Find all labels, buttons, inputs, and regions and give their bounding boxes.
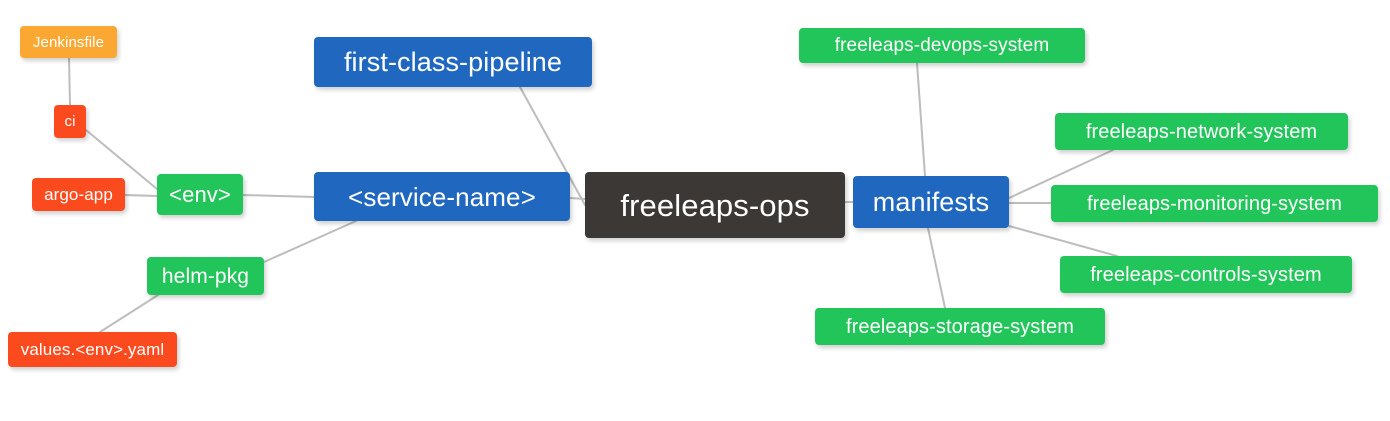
node-label: <env> — [169, 181, 231, 207]
node-env[interactable]: <env> — [157, 174, 243, 215]
node-freeleaps-storage-system[interactable]: freeleaps-storage-system — [815, 308, 1105, 345]
node-freeleaps-monitoring-system[interactable]: freeleaps-monitoring-system — [1051, 185, 1378, 222]
edge-manifests-to-devops_system — [916, 62, 926, 177]
edge-root-to-service_name — [569, 197, 586, 200]
node-freeleaps-controls-system[interactable]: freeleaps-controls-system — [1060, 256, 1352, 293]
edge-manifests-to-controls_system — [1008, 225, 1118, 257]
node-label: freeleaps-storage-system — [845, 315, 1075, 338]
node-label: values.<env>.yaml — [20, 340, 165, 359]
edge-helm_pkg-to-values_yaml — [99, 294, 159, 333]
node-label: <service-name> — [348, 181, 536, 212]
edge-service_name-to-helm_pkg — [263, 220, 357, 263]
edge-ci-to-jenkinsfile — [68, 57, 71, 106]
edge-service_name-to-env — [242, 194, 315, 198]
node-freeleaps-devops-system[interactable]: freeleaps-devops-system — [799, 28, 1085, 63]
node-label: freeleaps-ops — [620, 187, 810, 223]
node-first-class-pipeline[interactable]: first-class-pipeline — [314, 37, 592, 87]
node-label: freeleaps-network-system — [1085, 120, 1318, 143]
node-freeleaps-ops[interactable]: freeleaps-ops — [585, 172, 845, 238]
node-label: helm-pkg — [161, 264, 250, 288]
node-manifests[interactable]: manifests — [853, 176, 1009, 228]
node-label: freeleaps-controls-system — [1090, 263, 1322, 286]
node-service-name[interactable]: <service-name> — [314, 172, 570, 221]
node-jenkinsfile[interactable]: Jenkinsfile — [20, 26, 117, 58]
node-ci[interactable]: ci — [54, 105, 86, 138]
node-label: first-class-pipeline — [343, 46, 563, 77]
edge-manifests-to-storage_system — [927, 227, 946, 309]
node-label: argo-app — [44, 185, 113, 204]
node-helm-pkg[interactable]: helm-pkg — [147, 257, 264, 295]
node-values-env-yaml[interactable]: values.<env>.yaml — [8, 332, 177, 367]
node-label: Jenkinsfile — [32, 33, 105, 51]
node-argo-app[interactable]: argo-app — [32, 178, 125, 211]
node-freeleaps-network-system[interactable]: freeleaps-network-system — [1055, 113, 1348, 150]
node-label: freeleaps-monitoring-system — [1086, 192, 1342, 215]
node-label: freeleaps-devops-system — [834, 35, 1050, 56]
edge-env-to-argo_app — [124, 194, 158, 197]
node-label: ci — [64, 113, 76, 130]
node-label: manifests — [872, 186, 990, 217]
